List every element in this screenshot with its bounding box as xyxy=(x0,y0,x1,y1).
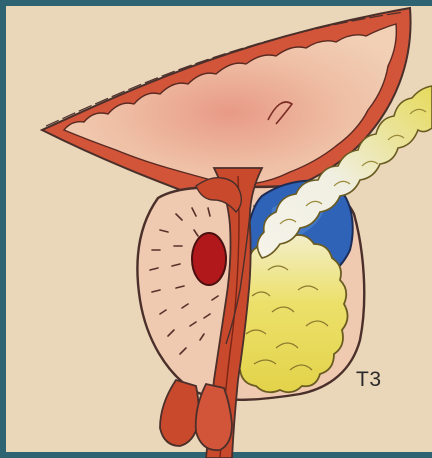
tumor-stage-label: T3 xyxy=(356,368,382,392)
urethra-bulb-right xyxy=(196,384,232,450)
tumor-nodule-red xyxy=(192,233,226,285)
